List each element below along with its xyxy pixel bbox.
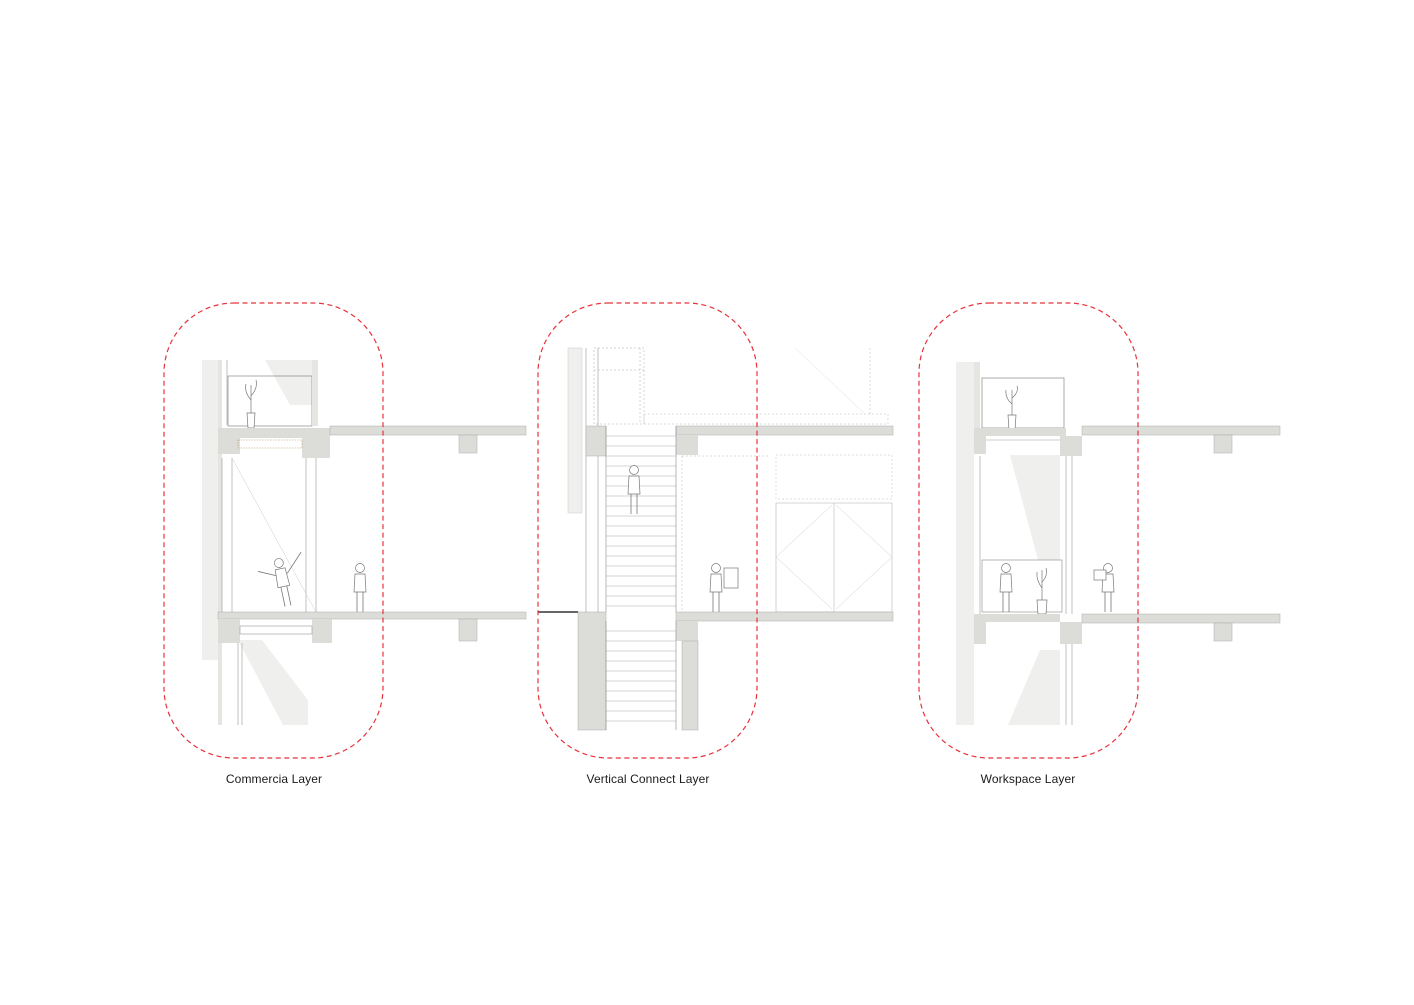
potted-plant: [246, 412, 256, 429]
exterior-wall: [956, 362, 974, 725]
light-beam: [238, 640, 308, 725]
person-dancing: [258, 551, 302, 608]
panel-workspace: [918, 302, 1281, 759]
panel-commercial: [163, 302, 527, 759]
light-beam: [1010, 455, 1060, 560]
exterior-wall: [202, 360, 218, 660]
person-photographing: [999, 563, 1013, 613]
person-on-stairs: [627, 465, 641, 515]
staircase-lower: [605, 621, 677, 730]
potted-plant: [1007, 414, 1017, 431]
panel-vertical: [537, 302, 894, 759]
light-beam: [265, 360, 318, 405]
potted-plant: [1036, 599, 1048, 615]
staircase-upper: [605, 426, 677, 612]
facade-column: [218, 360, 222, 725]
light-beam: [1008, 650, 1060, 725]
panel-label-vertical: Vertical Connect Layer: [586, 772, 710, 786]
planter-window: [981, 377, 1065, 429]
panel-label-workspace: Workspace Layer: [980, 772, 1076, 786]
person-standing: [353, 563, 367, 613]
panel-label-commercial: Commercia Layer: [225, 772, 323, 786]
person-reading: [1093, 563, 1115, 613]
person-carrying-box: [709, 563, 739, 613]
